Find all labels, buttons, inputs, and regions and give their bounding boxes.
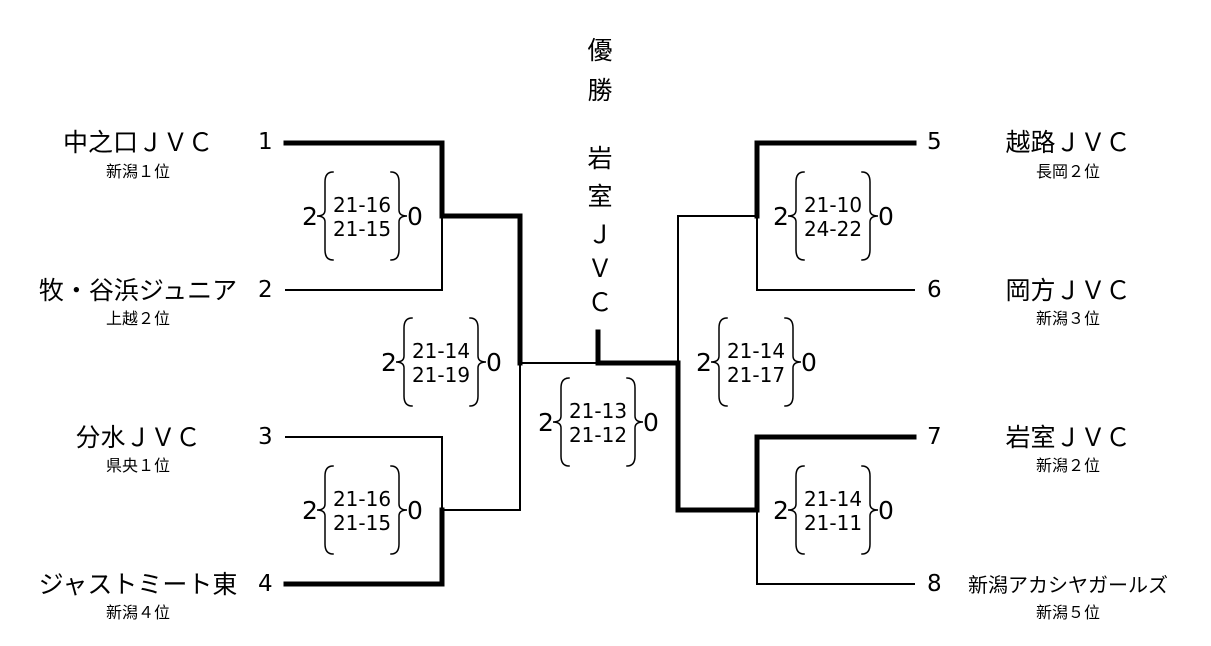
set2-score-L2: 21-15 bbox=[333, 511, 391, 535]
set1-score-LS: 21-14 bbox=[412, 339, 470, 363]
set2-score-LS: 21-19 bbox=[412, 363, 470, 387]
brace-left-F bbox=[552, 377, 570, 467]
team-seed-6: 6 bbox=[927, 277, 942, 303]
line-team8 bbox=[756, 509, 915, 585]
set2-score-R2: 21-11 bbox=[804, 511, 862, 535]
team-name-8: 新潟アカシヤガールズ bbox=[968, 573, 1168, 597]
line-team4 bbox=[283, 507, 445, 587]
brace-left-LS bbox=[395, 317, 413, 407]
set2-score-F: 21-12 bbox=[569, 423, 627, 447]
brace-left-L1 bbox=[316, 171, 334, 261]
set1-score-RS: 21-14 bbox=[727, 339, 785, 363]
winner-sets-R1: 2 bbox=[773, 202, 789, 231]
team-seed-8: 8 bbox=[927, 571, 942, 597]
team-name-1: 中之口ＪＶＣ bbox=[62, 128, 214, 157]
champion-name-4: Ｖ bbox=[587, 254, 613, 283]
line-team7 bbox=[754, 434, 917, 513]
line-qf2-out bbox=[441, 362, 521, 511]
team-seed-3: 3 bbox=[258, 424, 273, 450]
loser-sets-R2: 0 bbox=[878, 496, 894, 525]
champion-label-2: 勝 bbox=[587, 76, 613, 105]
team-name-4: ジャストミート東 bbox=[38, 570, 238, 599]
team-seed-5: 5 bbox=[927, 129, 942, 155]
team-seed-1: 1 bbox=[258, 129, 273, 155]
set2-score-L1: 21-15 bbox=[333, 217, 391, 241]
loser-sets-LS: 0 bbox=[486, 348, 502, 377]
team-sub-4: 新潟４位 bbox=[105, 603, 171, 622]
winner-sets-L2: 2 bbox=[302, 496, 318, 525]
line-team6 bbox=[756, 215, 915, 291]
brace-left-RS bbox=[710, 317, 728, 407]
brace-right-R2 bbox=[861, 465, 879, 555]
line-team3 bbox=[285, 436, 443, 511]
team-sub-1: 新潟１位 bbox=[105, 162, 171, 181]
team-sub-8: 新潟５位 bbox=[1035, 603, 1101, 622]
set1-score-L2: 21-16 bbox=[333, 487, 391, 511]
team-name-2: 牧・谷浜ジュニア bbox=[38, 276, 238, 305]
team-name-5: 越路ＪＶＣ bbox=[1005, 128, 1131, 157]
winner-sets-RS: 2 bbox=[696, 348, 712, 377]
loser-sets-L2: 0 bbox=[407, 496, 423, 525]
set1-score-L1: 21-16 bbox=[333, 193, 391, 217]
winner-sets-F: 2 bbox=[538, 408, 554, 437]
line-team1 bbox=[283, 140, 445, 219]
champion-name-3: Ｊ bbox=[587, 220, 613, 249]
team-name-3: 分水ＪＶＣ bbox=[75, 423, 201, 452]
brace-right-LS bbox=[469, 317, 487, 407]
brace-right-L1 bbox=[390, 171, 408, 261]
set1-score-R2: 21-14 bbox=[804, 487, 862, 511]
brace-left-L2 bbox=[316, 465, 334, 555]
team-seed-4: 4 bbox=[258, 571, 273, 597]
loser-sets-RS: 0 bbox=[801, 348, 817, 377]
team-name-6: 岡方ＪＶＣ bbox=[1005, 276, 1131, 305]
team-sub-2: 上越２位 bbox=[105, 309, 171, 328]
champion-name-5: Ｃ bbox=[587, 288, 613, 317]
set2-score-RS: 21-17 bbox=[727, 363, 785, 387]
winner-sets-LS: 2 bbox=[381, 348, 397, 377]
winner-sets-R2: 2 bbox=[773, 496, 789, 525]
brace-left-R2 bbox=[787, 465, 805, 555]
team-sub-6: 新潟３位 bbox=[1035, 309, 1101, 328]
winner-sets-L1: 2 bbox=[302, 202, 318, 231]
champion-name-2: 室 bbox=[587, 182, 613, 211]
line-rqf1-out bbox=[677, 215, 758, 364]
team-seed-7: 7 bbox=[927, 424, 942, 450]
brace-right-F bbox=[626, 377, 644, 467]
brace-right-R1 bbox=[861, 171, 879, 261]
champion-label-1: 優 bbox=[587, 36, 613, 65]
brace-right-RS bbox=[784, 317, 802, 407]
team-seed-2: 2 bbox=[258, 277, 273, 303]
set1-score-F: 21-13 bbox=[569, 399, 627, 423]
line-team2 bbox=[285, 215, 443, 291]
brace-right-L2 bbox=[390, 465, 408, 555]
brace-left-R1 bbox=[787, 171, 805, 261]
line-qf1-out bbox=[439, 213, 523, 366]
line-team5 bbox=[754, 140, 917, 219]
team-sub-7: 新潟２位 bbox=[1035, 456, 1101, 475]
set1-score-R1: 21-10 bbox=[804, 193, 862, 217]
team-sub-3: 県央１位 bbox=[105, 456, 171, 475]
team-name-7: 岩室ＪＶＣ bbox=[1005, 423, 1131, 452]
champion-name-1: 岩 bbox=[587, 144, 613, 173]
loser-sets-F: 0 bbox=[643, 408, 659, 437]
set2-score-R1: 24-22 bbox=[804, 217, 862, 241]
loser-sets-R1: 0 bbox=[878, 202, 894, 231]
line-rqf2-out bbox=[675, 360, 760, 513]
team-sub-5: 長岡２位 bbox=[1035, 162, 1101, 181]
loser-sets-L1: 0 bbox=[407, 202, 423, 231]
